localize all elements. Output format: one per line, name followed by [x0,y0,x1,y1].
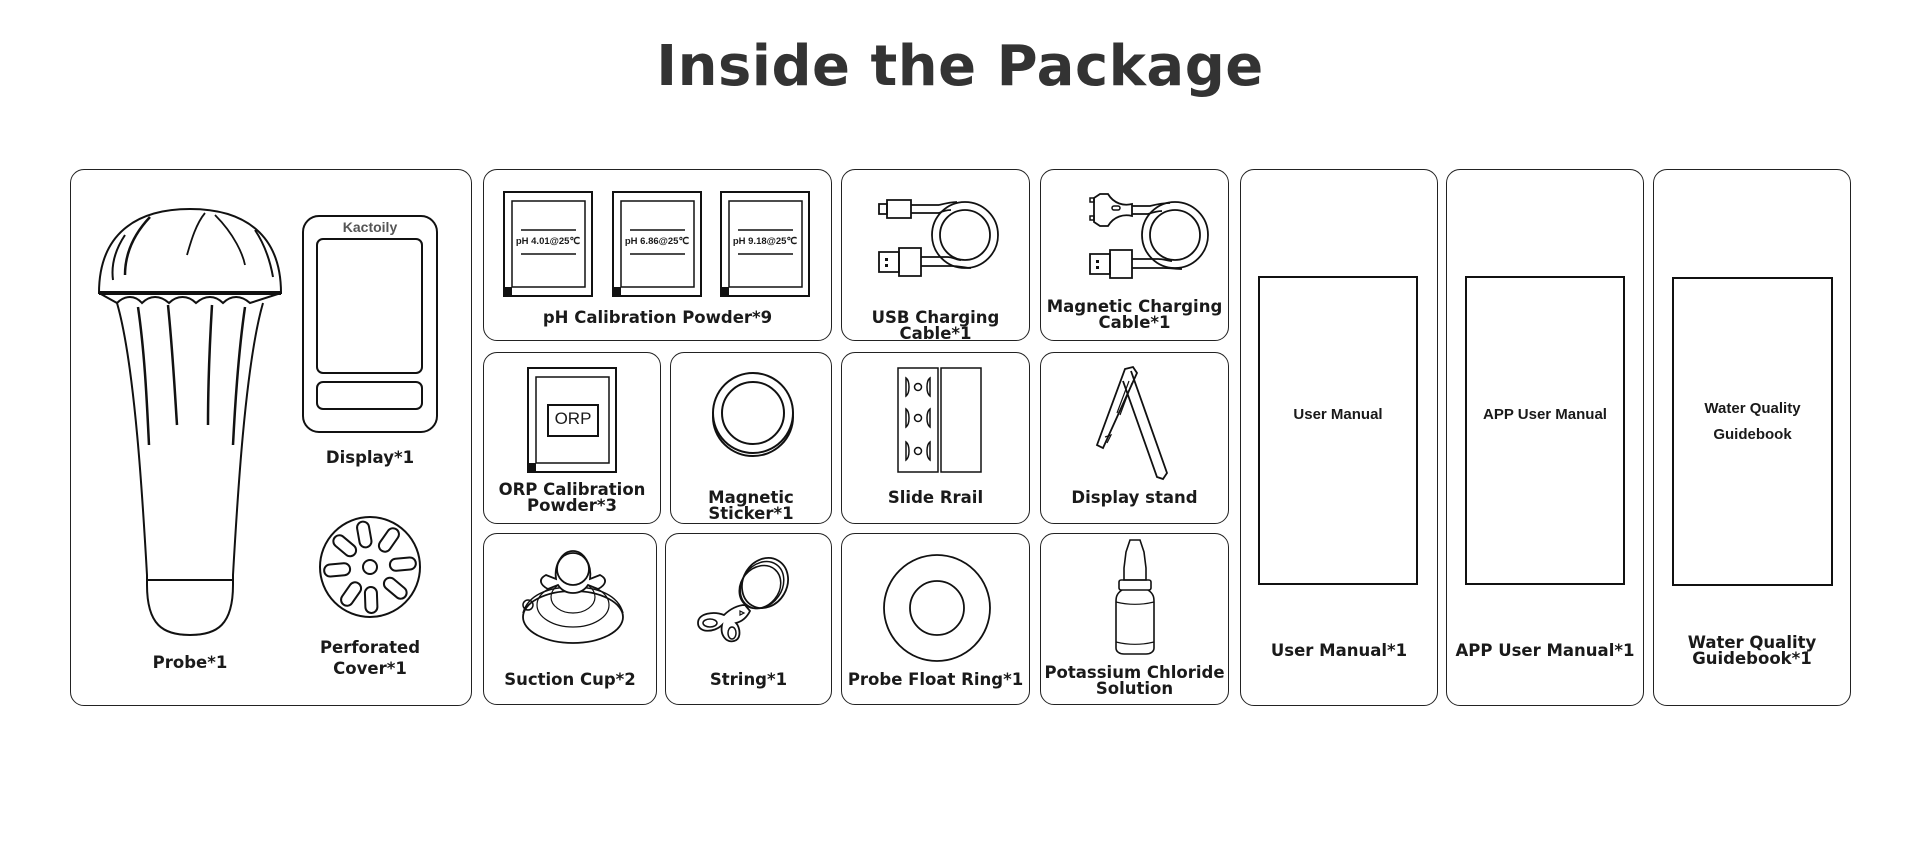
item-card-user-manual [1240,169,1438,706]
dropper-bottle-icon [1114,538,1156,656]
sachet-text: pH 9.18@25℃ [732,236,798,247]
user-manual-cover-text: User Manual [1293,406,1383,423]
page-title: Inside the Package [656,34,1264,99]
orp-sachet-icon [527,367,617,473]
item-card-float-ring [841,533,1030,705]
manual-icon [1465,276,1625,585]
magnetic-sticker-icon [711,373,796,458]
sachet-text: pH 4.01@25℃ [515,236,581,247]
guidebook-cover-text: Water Quality Guidebook [1704,400,1801,443]
item-card-app-manual [1446,169,1644,706]
sachet-icon [503,191,593,297]
app-manual-label: APP User Manual*1 [1455,641,1635,660]
user-manual-label: User Manual*1 [1270,641,1408,660]
item-card-string [665,533,832,705]
suction-cup-icon [518,545,628,647]
item-card-slide-rail [841,352,1030,524]
probe-label: Probe*1 [152,653,228,672]
magnetic-cable-label: Magnetic Charging Cable*1 [1046,297,1223,332]
kcl-solution-label: Potassium Chloride Solution [1044,663,1225,698]
app-manual-cover-text: APP User Manual [1483,406,1607,423]
float-ring-icon [882,553,992,663]
manual-icon [1258,276,1418,585]
sachet-text: pH 6.86@25℃ [624,236,690,247]
item-card-kcl-solution [1040,533,1229,705]
display-stand-label: Display stand [1071,488,1198,507]
slide-rail-label: Slide Rrail [887,488,984,507]
item-card-magnetic-cable [1040,169,1229,341]
perforated-cover-label: Perforated Cover*1 [319,638,421,678]
display-icon [302,215,438,433]
guidebook-label: Water Quality Guidebook*1 [1687,633,1817,668]
probe-icon [95,205,285,645]
item-card-guidebook [1653,169,1851,706]
string-icon [690,555,795,645]
item-card-usb-cable [841,169,1030,341]
display-brand-text: Kactoily [342,219,398,235]
sachet-icon [612,191,702,297]
suction-cup-label: Suction Cup*2 [504,670,636,689]
sachet-icon [720,191,810,297]
guidebook-icon [1672,277,1833,586]
usb-cable-label: USB Charging Cable*1 [871,308,1000,343]
slide-rail-icon [897,367,982,473]
usb-cable-icon [877,196,1002,281]
item-card-ph-powder [483,169,832,341]
magnetic-cable-icon [1088,190,1213,285]
display-stand-icon [1095,363,1175,481]
float-ring-label: Probe Float Ring*1 [847,670,1024,689]
orp-sachet-text: ORP [554,409,592,428]
perforated-cover-icon [318,515,422,619]
item-card-orp-powder [483,352,661,524]
ph-powder-label: pH Calibration Powder*9 [542,308,773,327]
display-label: Display*1 [325,448,415,467]
string-label: String*1 [709,670,788,689]
orp-powder-label: ORP Calibration Powder*3 [498,480,646,515]
magnetic-sticker-label: Magnetic Sticker*1 [708,488,794,523]
